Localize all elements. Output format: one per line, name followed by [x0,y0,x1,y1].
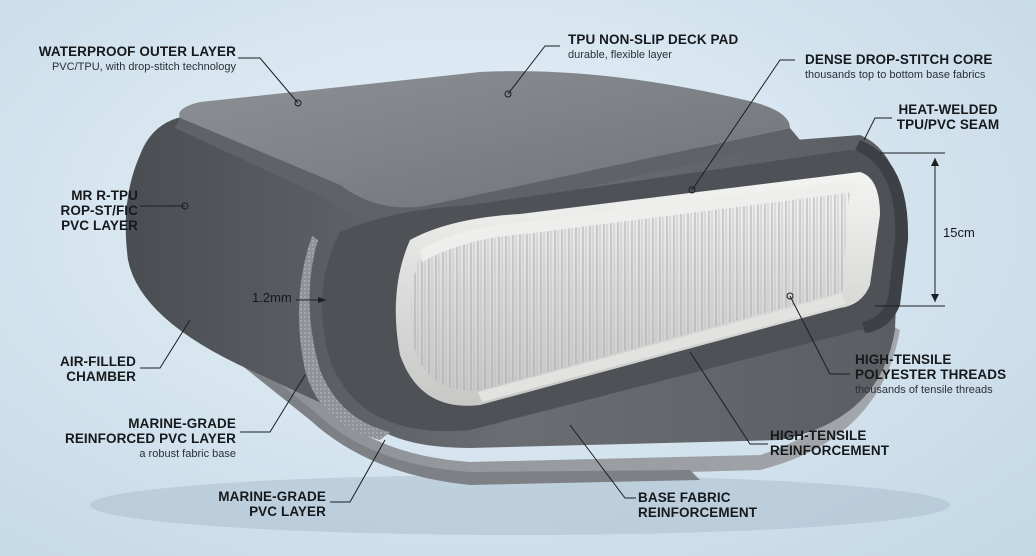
label-high-tensile-threads: HIGH-TENSILE POLYESTER THREADS thousands… [855,352,1007,397]
label-marine-grade-reinforced-pvc: MARINE-GRADE REINFORCED PVC LAYER a robu… [64,416,236,461]
base-fabric-sheet [150,280,900,478]
label-drop-stitch-core: DENSE DROP-STITCH CORE thousands top to … [805,52,993,82]
label-waterproof-outer-layer: WATERPROOF OUTER LAYER PVC/TPU, with dro… [38,44,236,74]
dimension-thickness: 1.2mm [252,290,292,305]
deck-pad-edge [175,118,800,225]
label-air-filled-chamber: AIR-FILLED CHAMBER [60,354,136,385]
label-heat-welded-seam: HEAT-WELDED TPU/PVC SEAM [896,102,1000,133]
label-deck-pad: TPU NON-SLIP DECK PAD durable, flexible … [568,32,739,62]
label-marine-grade-pvc: MARINE-GRADE PVC LAYER [218,489,326,520]
bottom-base-fabric [478,294,846,402]
tensile-threads [411,186,850,391]
label-tpu-pvc-layer: MR R-TPU ROP-ST/FIC PVC LAYER [60,188,138,234]
label-high-tensile-reinforcement: HIGH-TENSILE REINFORCEMENT [770,428,890,459]
fabric-edge-layer [298,236,390,440]
leader-lines [140,45,945,503]
dimension-height: 15cm [943,225,975,240]
deck-pad [179,71,790,208]
shadow [90,475,950,535]
label-base-fabric-reinforcement: BASE FABRIC REINFORCEMENT [638,490,758,521]
heat-welded-seam [855,140,909,333]
leader-dots [181,90,939,303]
top-base-fabric [420,180,855,262]
